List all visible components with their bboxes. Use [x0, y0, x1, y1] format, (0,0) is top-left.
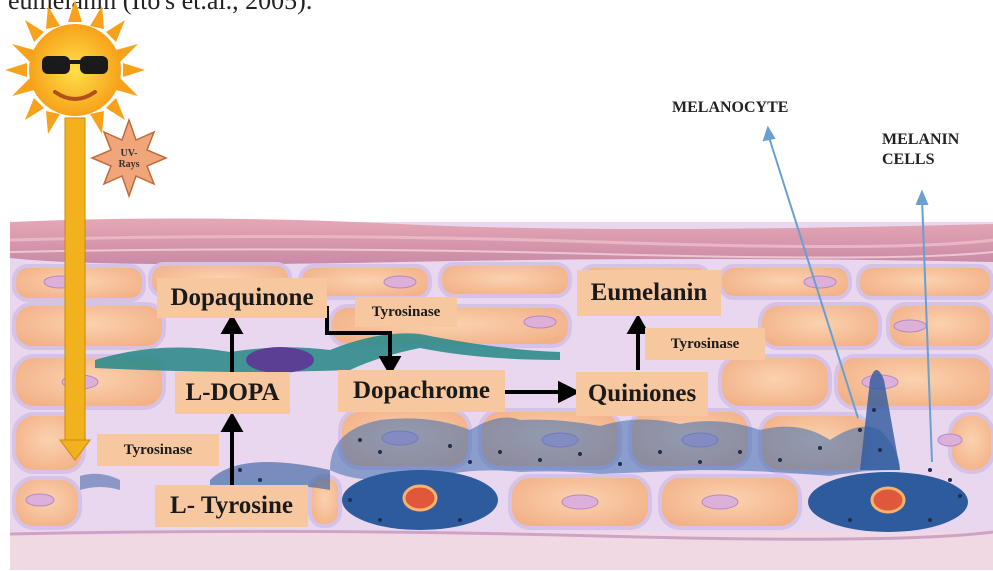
uv-rays-label: UV- Rays: [108, 148, 150, 170]
melanin-cells-label-line2: CELLS: [882, 150, 959, 170]
tyrosinase-label-3: Tyrosinase: [97, 434, 219, 466]
uv-ray-arrow: [60, 118, 90, 460]
uv-label-line1: UV-: [108, 148, 150, 159]
dopachrome-box: Dopachrome: [338, 370, 505, 412]
tyrosinase-label-2: Tyrosinase: [645, 328, 765, 360]
teal-nucleus: [246, 347, 314, 373]
l-tyrosine-box: L- Tyrosine: [155, 485, 308, 527]
tyrosinase-label-1: Tyrosinase: [355, 297, 457, 327]
l-dopa-box: L-DOPA: [175, 372, 290, 414]
melanin-cells-label-line1: MELANIN: [882, 130, 959, 150]
quiniones-box: Quiniones: [576, 372, 708, 416]
eumelanin-box: Eumelanin: [577, 270, 721, 316]
melanin-cells-label: MELANIN CELLS: [882, 130, 959, 170]
melanocyte-nucleus-right: [872, 488, 904, 512]
melanocyte-nucleus-left: [404, 486, 436, 510]
dopaquinone-box: Dopaquinone: [157, 278, 327, 318]
melanocyte-label: MELANOCYTE: [672, 98, 788, 118]
uv-label-line2: Rays: [108, 159, 150, 170]
